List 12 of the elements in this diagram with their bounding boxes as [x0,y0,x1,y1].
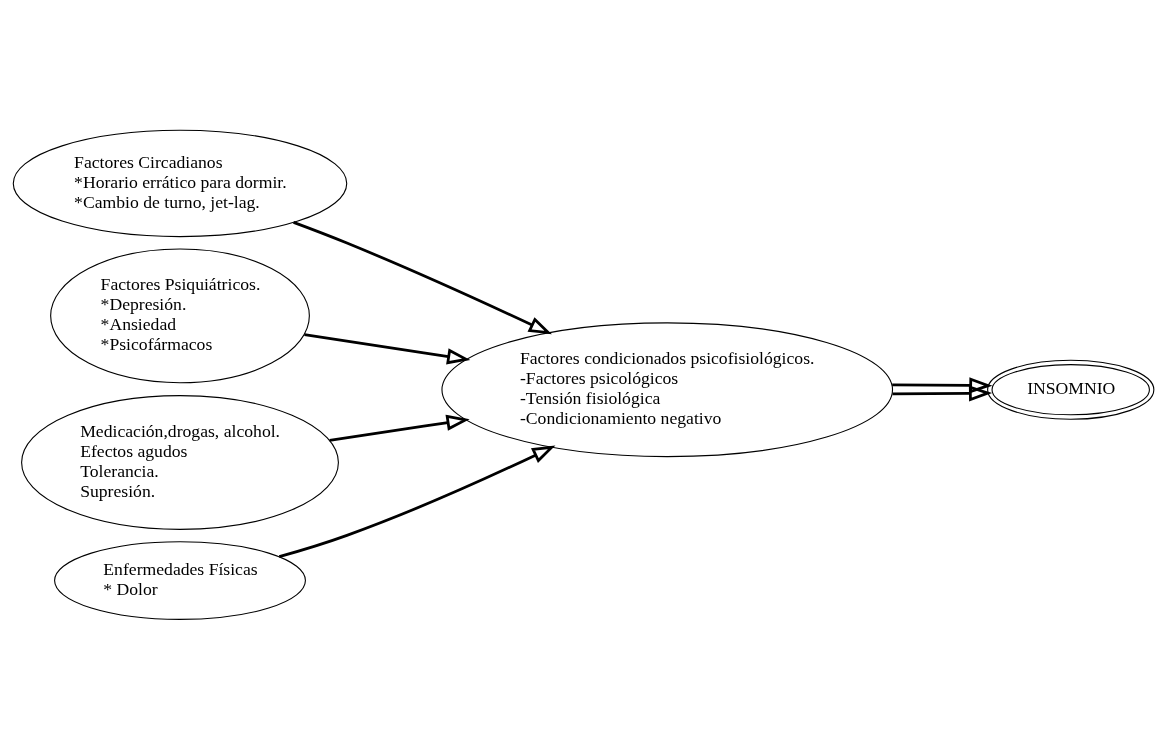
arrow [329,414,470,442]
node-ellipse: INSOMNIO [987,359,1155,420]
node-ellipse: Medicación,drogas, alcohol. Efectos agudos Tolerancia. Supresión. [21,395,339,530]
arrow [293,221,552,335]
arrow [278,445,556,558]
arrow [892,385,993,402]
node-ellipse: Factores Psiquiátricos. *Depresión. *Ansiedad *Psicofármacos [50,248,310,384]
node-ellipse: Factores Circadianos *Horario errático para dormir. *Cambio de turno, jet-lag. [12,129,348,238]
node-ellipse: Factores condicionados psicofisiológicos. -Factores psicológicos -Tensión fisiológica -Condicionamiento negativo [441,322,894,458]
arrow [304,333,471,365]
arrow [892,377,993,394]
node-ellipse: Enfermedades Físicas * Dolor [54,541,306,620]
